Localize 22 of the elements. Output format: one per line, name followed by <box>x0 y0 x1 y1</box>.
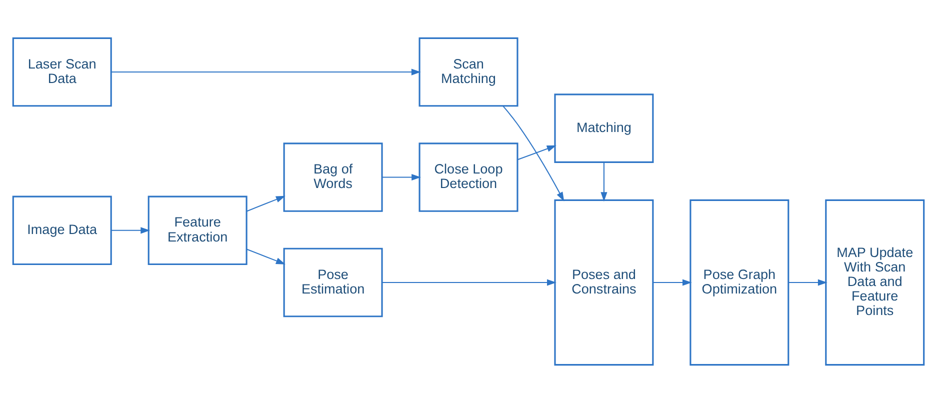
arrow <box>382 174 421 181</box>
arrow <box>111 68 421 76</box>
node-box: Close Loop Detection <box>418 142 518 212</box>
node-box: Pose Graph Optimization <box>690 199 790 366</box>
arrow <box>111 227 150 234</box>
arrow <box>382 279 556 286</box>
arrow <box>788 279 828 286</box>
arrow <box>653 279 692 286</box>
arrow <box>518 145 556 160</box>
arrow <box>502 106 564 202</box>
arrow <box>246 248 286 264</box>
node-box: Matching <box>554 94 654 163</box>
node-box: Bag of Words <box>283 142 383 212</box>
node-box: Scan Matching <box>418 37 518 107</box>
arrow <box>246 196 286 212</box>
node-box: Laser Scan Data <box>12 37 112 107</box>
node-box: Feature Extraction <box>148 196 248 266</box>
arrow <box>600 162 608 202</box>
node-box: Poses and Constrains <box>554 199 654 366</box>
node-box: Image Data <box>12 196 112 266</box>
node-box: MAP Update With Scan Data and Feature Points <box>825 199 925 366</box>
node-box: Pose Estimation <box>283 248 383 318</box>
